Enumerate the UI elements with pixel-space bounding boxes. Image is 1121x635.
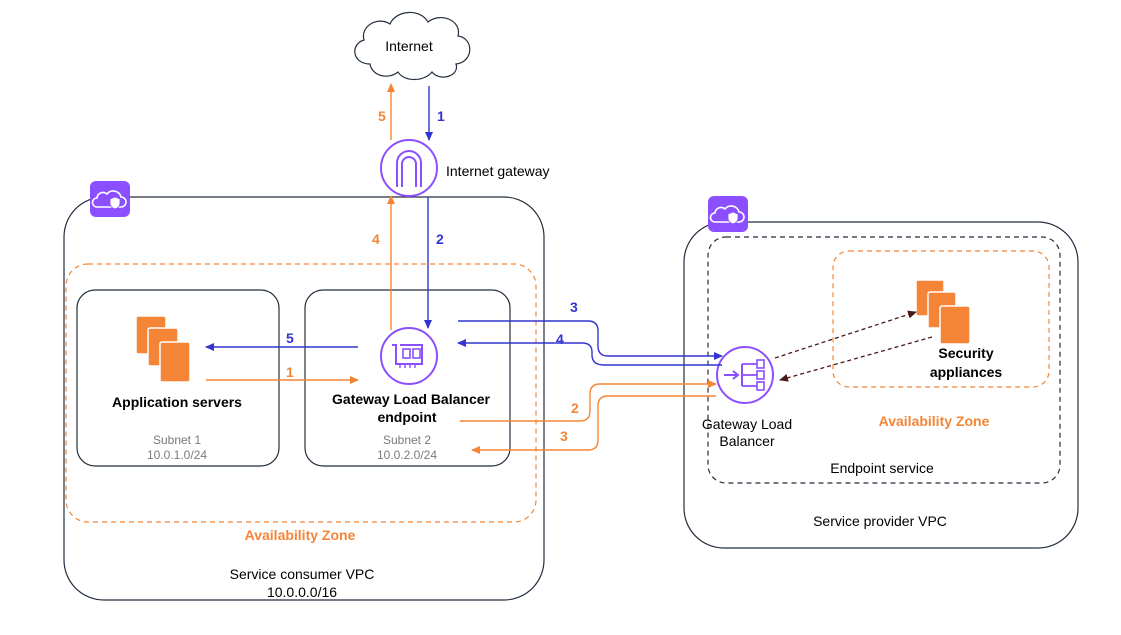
- subnet-2-name: Subnet 2: [383, 433, 431, 447]
- internet-gateway-icon: [380, 139, 438, 197]
- provider-vpc-box: [683, 221, 1079, 549]
- step-out-2: 2: [571, 400, 579, 416]
- flow-glb-to-endpoint: [457, 339, 722, 366]
- glb-endpoint-label-line1: Gateway Load Balancer: [332, 391, 491, 407]
- flow-glb-to-endpoint-return: [471, 395, 716, 454]
- consumer-vpc-name: Service consumer VPC: [230, 566, 375, 582]
- application-servers-label: Application servers: [112, 394, 242, 410]
- step-out-1: 1: [286, 364, 294, 380]
- endpoint-service-box: [707, 236, 1061, 484]
- subnet-2-box: [304, 289, 511, 467]
- endpoint-service-label: Endpoint service: [830, 460, 934, 476]
- internet-gateway-label: Internet gateway: [446, 163, 550, 179]
- link-appliances-to-glb: [779, 336, 933, 382]
- consumer-vpc-cidr: 10.0.0.0/16: [267, 584, 337, 600]
- internet-label: Internet: [385, 38, 433, 54]
- provider-availability-zone-label: Availability Zone: [879, 413, 990, 429]
- security-appliances-label-line1: Security: [938, 345, 993, 361]
- ec2-instances-icon: [135, 315, 191, 383]
- step-out-5: 5: [378, 108, 386, 124]
- flow-endpoint-to-glb-return: [460, 380, 717, 422]
- subnet-1-box: [76, 289, 280, 467]
- consumer-availability-zone-box: [65, 263, 537, 523]
- step-in-3: 3: [570, 299, 578, 315]
- subnet-1-name: Subnet 1: [153, 433, 201, 447]
- network-interface-icon: [380, 327, 438, 385]
- subnet-2-cidr: 10.0.2.0/24: [377, 448, 437, 462]
- glb-endpoint-label-line2: endpoint: [377, 409, 436, 425]
- step-out-3: 3: [560, 428, 568, 444]
- glb-label-line2: Balancer: [719, 433, 775, 449]
- consumer-vpc-box: [63, 196, 545, 601]
- link-glb-to-appliances: [774, 310, 917, 359]
- security-appliances-label-line2: appliances: [930, 364, 1003, 380]
- step-in-4: 4: [556, 331, 564, 347]
- consumer-vpc-icon: [90, 181, 130, 217]
- step-in-1: 1: [437, 108, 445, 124]
- consumer-availability-zone-label: Availability Zone: [245, 527, 356, 543]
- flow-endpoint-to-glb: [458, 320, 723, 360]
- step-out-4: 4: [372, 231, 380, 247]
- security-appliances-icon: [915, 279, 971, 345]
- cloud-icon: [354, 11, 471, 81]
- glb-label-line1: Gateway Load: [702, 416, 792, 432]
- provider-vpc-icon: [708, 196, 748, 232]
- provider-vpc-name: Service provider VPC: [813, 513, 947, 529]
- subnet-1-cidr: 10.0.1.0/24: [147, 448, 207, 462]
- load-balancer-icon: [716, 346, 774, 404]
- step-in-5: 5: [286, 330, 294, 346]
- step-in-2: 2: [436, 231, 444, 247]
- provider-availability-zone-box: [832, 250, 1050, 388]
